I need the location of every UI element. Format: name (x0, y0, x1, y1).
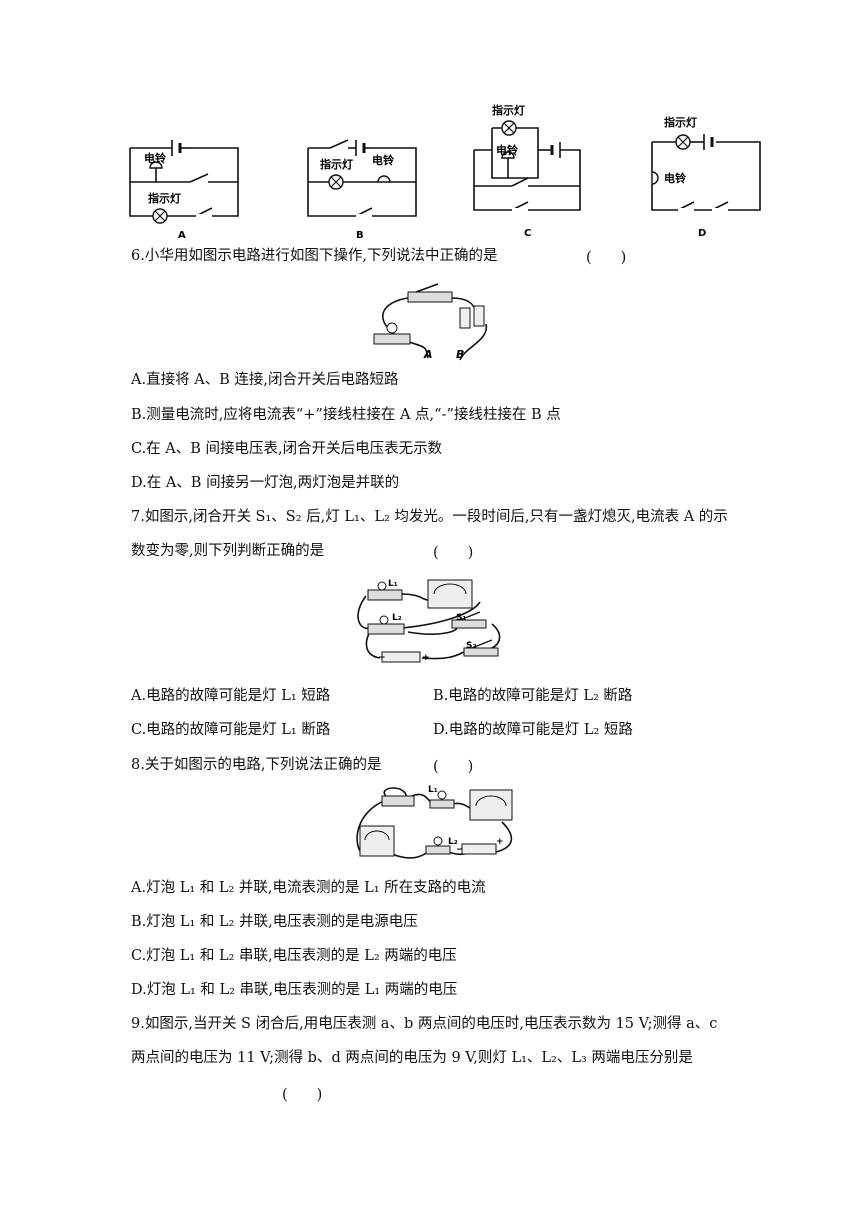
circuit-figure-d: 指示灯 电铃 D (646, 115, 761, 239)
circuit-figure-a: 电铃 指示灯 A (129, 140, 239, 240)
q6-answer-paren: ( ) (586, 250, 627, 266)
caption-a: A (178, 230, 186, 240)
circuit-figure-b: 指示灯 电铃 B (307, 139, 417, 240)
circuit-figures-row: 电铃 指示灯 A 指示灯 电铃 B 指示灯 (129, 103, 761, 240)
q8-answer-paren: ( ) (433, 759, 474, 775)
q6-figure: A B (373, 283, 487, 361)
label-a-lamp: 指示灯 (148, 191, 181, 205)
label-c-bell: 电铃 (496, 143, 518, 157)
q7-figure: L₁ L₂ S₁ S₂ − + (357, 579, 501, 663)
caption-d: D (698, 228, 706, 239)
caption-c: C (524, 228, 531, 239)
q8-option-a: A.灯泡 L₁ 和 L₂ 并联,电流表测的是 L₁ 所在支路的电流 (131, 880, 486, 896)
label-b-bell: 电铃 (372, 153, 394, 167)
label-b-lamp: 指示灯 (320, 157, 353, 171)
q7-fig-label-l2: L₂ (392, 613, 402, 623)
q6-fig-label-a: A (423, 348, 433, 361)
q8-fig-label-plus: + (496, 837, 504, 847)
circuit-figure-c: 指示灯 电铃 C (473, 103, 581, 239)
label-d-bell: 电铃 (664, 171, 686, 185)
q7-fig-label-s1: S₁ (456, 613, 466, 623)
q7-option-b: B.电路的故障可能是灯 L₂ 断路 (433, 688, 633, 704)
q8-stem: 8.关于如图示的电路,下列说法正确的是 (131, 757, 382, 773)
q7-fig-label-plus: + (422, 653, 430, 663)
q6-option-b: B.测量电流时,应将电流表“+”接线柱接在 A 点,“-”接线柱接在 B 点 (131, 407, 561, 423)
q7-fig-label-minus: − (378, 653, 386, 663)
q7-option-c: C.电路的故障可能是灯 L₁ 断路 (131, 722, 331, 738)
q8-option-c: C.灯泡 L₁ 和 L₂ 串联,电压表测的是 L₂ 两端的电压 (131, 948, 457, 964)
q7-fig-label-l1: L₁ (388, 579, 398, 589)
q6-fig-label-b: B (456, 348, 464, 361)
q7-stem-line1: 7.如图示,闭合开关 S₁、S₂ 后,灯 L₁、L₂ 均发光。一段时间后,只有一… (131, 509, 728, 525)
q8-fig-label-l1: L₁ (428, 785, 438, 795)
q9-stem-line2: 两点间的电压为 11 V;测得 b、d 两点间的电压为 9 V,则灯 L₁、L₂… (131, 1050, 693, 1066)
q9-stem-line1: 9.如图示,当开关 S 闭合后,用电压表测 a、b 两点间的电压时,电压表示数为… (131, 1016, 718, 1032)
q6-option-d: D.在 A、B 间接另一灯泡,两灯泡是并联的 (131, 475, 400, 491)
q8-fig-label-l2: L₂ (448, 837, 458, 847)
q6-option-a: A.直接将 A、B 连接,闭合开关后电路短路 (131, 372, 399, 388)
q9-answer-paren: ( ) (282, 1087, 323, 1103)
q6-stem: 6.小华用如图示电路进行如图下操作,下列说法中正确的是 (131, 248, 498, 264)
q7-stem-line2: 数变为零,则下列判断正确的是 (131, 543, 325, 559)
q8-figure: L₁ L₂ − + (356, 785, 513, 859)
q8-fig-label-minus: − (456, 845, 464, 855)
label-d-lamp: 指示灯 (664, 115, 697, 129)
q8-option-d: D.灯泡 L₁ 和 L₂ 串联,电压表测的是 L₁ 两端的电压 (131, 982, 458, 998)
q7-option-a: A.电路的故障可能是灯 L₁ 短路 (131, 688, 331, 704)
label-a-bell: 电铃 (144, 151, 166, 165)
q6-option-c: C.在 A、B 间接电压表,闭合开关后电压表无示数 (131, 441, 443, 457)
q8-option-b: B.灯泡 L₁ 和 L₂ 并联,电压表测的是电源电压 (131, 914, 418, 930)
label-c-lamp: 指示灯 (492, 103, 525, 117)
q7-option-d: D.电路的故障可能是灯 L₂ 短路 (433, 722, 633, 738)
caption-b: B (356, 230, 364, 240)
q7-answer-paren: ( ) (433, 545, 474, 561)
q7-fig-label-s2: S₂ (466, 641, 476, 651)
